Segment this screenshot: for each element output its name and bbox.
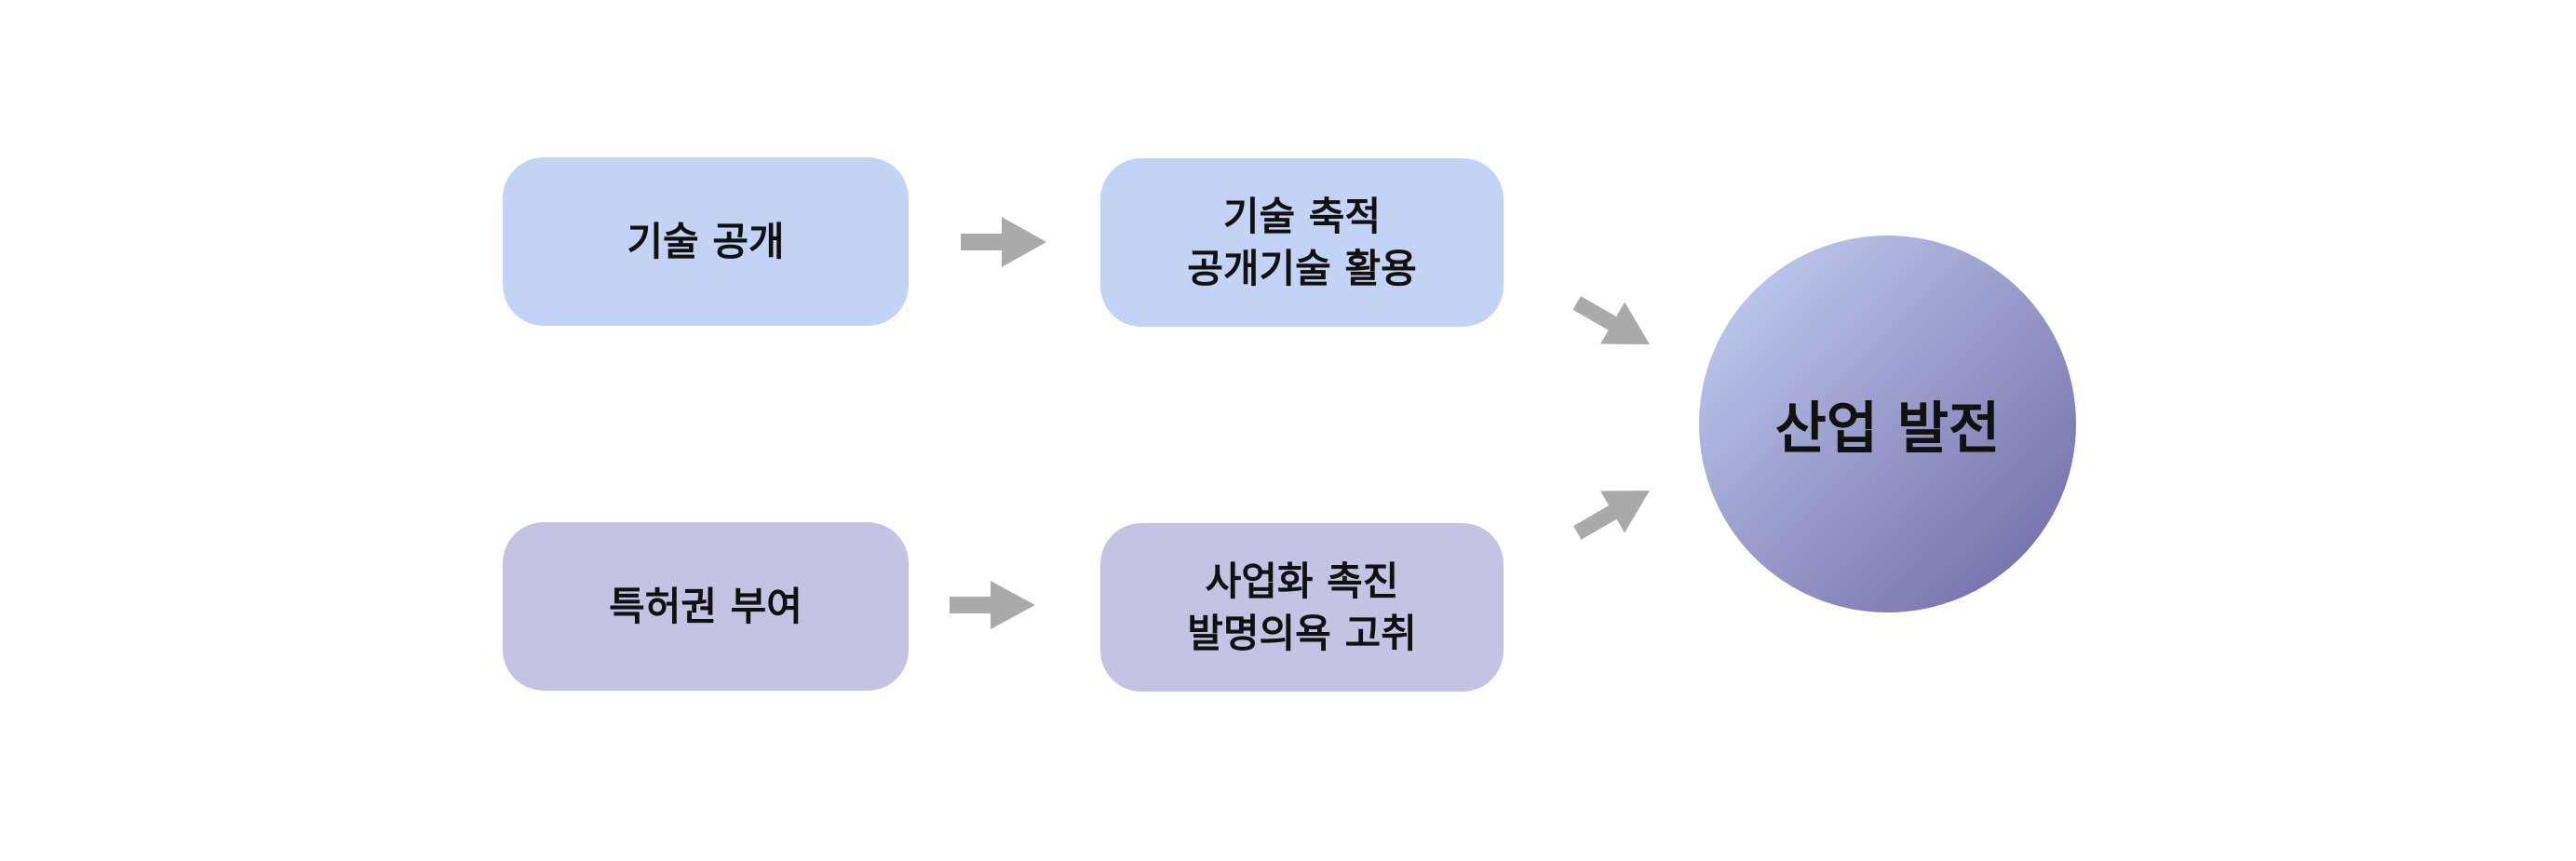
- arrow-right-icon: [1565, 469, 1662, 553]
- node-patent-grant-label: 특허권 부여: [609, 581, 802, 633]
- node-commercialization-line-2: 발명의욕 고취: [1187, 608, 1416, 660]
- node-tech-disclosure-label: 기술 공개: [627, 216, 784, 268]
- node-tech-disclosure: 기술 공개: [503, 157, 909, 326]
- node-industrial-development: 산업 발전: [1699, 235, 2076, 612]
- arrow-right-icon: [950, 581, 1035, 629]
- node-commercialization: 사업화 촉진 발명의욕 고취: [1100, 523, 1504, 692]
- node-patent-grant: 특허권 부여: [503, 522, 909, 691]
- node-tech-accumulation-line-1: 기술 축적: [1223, 191, 1381, 243]
- node-commercialization-line-1: 사업화 촉진: [1206, 556, 1399, 608]
- node-industrial-development-label: 산업 발전: [1775, 383, 2001, 464]
- node-tech-accumulation-line-2: 공개기술 활용: [1187, 243, 1416, 295]
- arrow-right-icon: [961, 217, 1046, 267]
- arrow-right-icon: [1565, 281, 1662, 365]
- node-tech-accumulation: 기술 축적 공개기술 활용: [1100, 158, 1504, 327]
